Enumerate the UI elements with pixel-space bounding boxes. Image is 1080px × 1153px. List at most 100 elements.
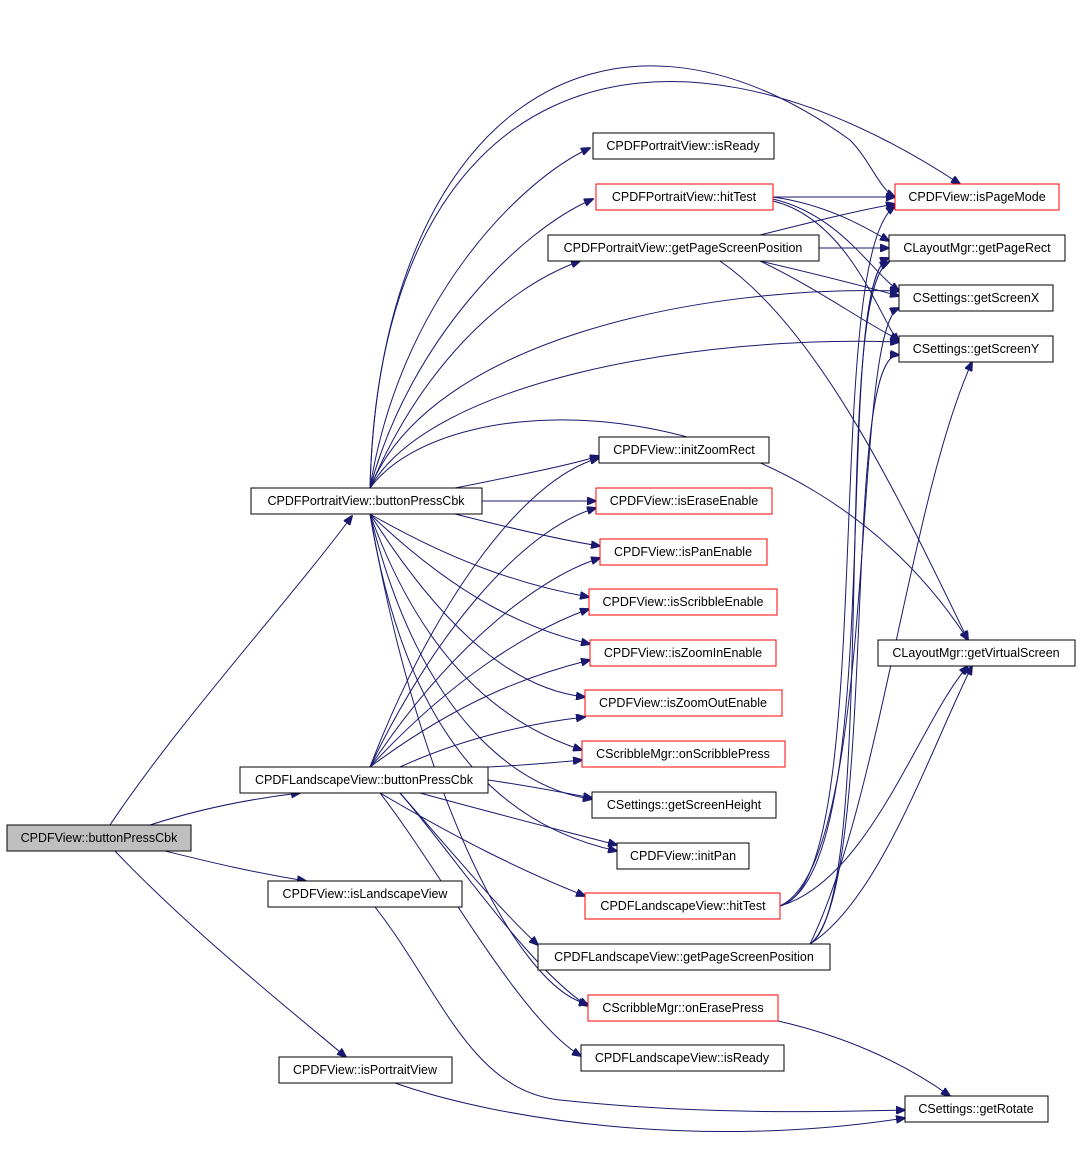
call-edge	[759, 204, 895, 236]
node-label: CSettings::getScreenX	[913, 291, 1040, 305]
node-get-page-rect[interactable]: CLayoutMgr::getPageRect	[888, 234, 1066, 262]
call-edge	[369, 261, 580, 489]
call-edge	[369, 513, 590, 644]
call-edge	[454, 513, 600, 546]
call-edge	[369, 80, 960, 489]
node-landscape-cbk[interactable]: CPDFLandscapeView::buttonPressCbk	[239, 766, 489, 794]
call-edge	[487, 779, 592, 798]
node-p-is-ready[interactable]: CPDFPortraitView::isReady	[592, 132, 775, 160]
call-edge	[114, 850, 346, 1057]
node-p-get-page-screen-position[interactable]: CPDFPortraitView::getPageScreenPosition	[547, 234, 820, 262]
call-edge	[109, 516, 352, 826]
call-edge	[394, 1082, 905, 1133]
call-edge	[772, 198, 899, 291]
node-is-scribble-enable[interactable]: CPDFView::isScribbleEnable	[588, 588, 778, 616]
node-label: CScribbleMgr::onScribblePress	[596, 747, 770, 761]
node-l-is-ready[interactable]: CPDFLandscapeView::isReady	[580, 1044, 785, 1072]
call-edge	[419, 792, 617, 845]
call-edge	[369, 513, 589, 597]
node-label: CPDFLandscapeView::isReady	[595, 1051, 770, 1065]
node-label: CPDFView::isZoomInEnable	[604, 646, 762, 660]
node-is-landscape-view[interactable]: CPDFView::isLandscapeView	[267, 880, 463, 908]
call-edge	[369, 419, 968, 640]
node-p-hit-test[interactable]: CPDFPortraitView::hitTest	[595, 183, 774, 211]
call-edges	[109, 65, 972, 1133]
node-label: CSettings::getScreenY	[913, 342, 1040, 356]
call-edge	[369, 513, 588, 1004]
call-edge	[374, 906, 905, 1112]
call-edge	[164, 850, 306, 881]
call-edge	[779, 308, 899, 907]
call-edge	[369, 199, 593, 489]
node-label: CPDFView::isPortraitView	[293, 1063, 438, 1077]
node-label: CPDFView::isEraseEnable	[610, 494, 758, 508]
node-get-screen-y[interactable]: CSettings::getScreenY	[898, 335, 1054, 363]
call-edge	[369, 65, 895, 489]
call-edge	[777, 1020, 950, 1096]
node-get-screen-x[interactable]: CSettings::getScreenX	[898, 284, 1054, 312]
call-edge	[809, 355, 899, 945]
node-get-virtual-screen[interactable]: CLayoutMgr::getVirtualScreen	[877, 639, 1076, 667]
node-get-rotate[interactable]: CSettings::getRotate	[904, 1095, 1049, 1123]
call-edge	[809, 666, 972, 945]
call-edge	[149, 793, 300, 826]
node-is-zoom-out-enable[interactable]: CPDFView::isZoomOutEnable	[584, 689, 783, 717]
node-label: CPDFPortraitView::hitTest	[612, 190, 757, 204]
node-is-zoom-in-enable[interactable]: CPDFView::isZoomInEnable	[589, 639, 777, 667]
node-label: CSettings::getScreenHeight	[607, 798, 762, 812]
call-edge	[779, 666, 968, 907]
call-edge	[379, 792, 581, 1056]
node-label: CPDFPortraitView::buttonPressCbk	[267, 494, 465, 508]
node-portrait-cbk[interactable]: CPDFPortraitView::buttonPressCbk	[250, 487, 483, 515]
call-edge	[772, 196, 889, 241]
call-edge	[454, 456, 599, 489]
call-edge	[719, 260, 968, 640]
node-label: CSettings::getRotate	[918, 1102, 1033, 1116]
call-edge	[369, 341, 899, 489]
node-label: CPDFPortraitView::getPageScreenPosition	[564, 241, 803, 255]
call-edge	[779, 206, 895, 907]
node-is-erase-enable[interactable]: CPDFView::isEraseEnable	[595, 487, 773, 515]
node-label: CScribbleMgr::onErasePress	[602, 1001, 763, 1015]
call-edge	[759, 260, 899, 340]
node-label: CPDFView::initPan	[630, 849, 736, 863]
node-init-pan[interactable]: CPDFView::initPan	[616, 842, 750, 870]
node-on-scribble-press[interactable]: CScribbleMgr::onScribblePress	[581, 740, 786, 768]
call-edge	[369, 458, 599, 768]
node-l-get-page-screen-position[interactable]: CPDFLandscapeView::getPageScreenPosition	[537, 943, 831, 971]
call-edge	[399, 792, 538, 945]
call-edge	[369, 148, 590, 489]
node-label: CPDFView::isZoomOutEnable	[599, 696, 767, 710]
call-edge	[809, 262, 889, 945]
node-l-hit-test[interactable]: CPDFLandscapeView::hitTest	[584, 892, 781, 920]
node-label: CLayoutMgr::getVirtualScreen	[892, 646, 1059, 660]
call-edge	[399, 717, 585, 768]
node-get-screen-height[interactable]: CSettings::getScreenHeight	[591, 791, 777, 819]
node-label: CPDFView::isScribbleEnable	[603, 595, 764, 609]
node-label: CPDFView::isPanEnable	[614, 545, 752, 559]
call-edge	[369, 609, 589, 768]
call-edge	[369, 558, 600, 768]
node-label: CPDFPortraitView::isReady	[606, 139, 760, 153]
call-edge	[369, 291, 899, 489]
call-edge	[369, 660, 590, 768]
node-label: CPDFView::isPageMode	[908, 190, 1045, 204]
node-label: CPDFLandscapeView::buttonPressCbk	[255, 773, 474, 787]
node-label: CPDFView::initZoomRect	[613, 443, 755, 457]
node-on-erase-press[interactable]: CScribbleMgr::onErasePress	[587, 994, 779, 1022]
node-label: CPDFView::isLandscapeView	[283, 887, 449, 901]
node-label: CPDFLandscapeView::getPageScreenPosition	[554, 950, 814, 964]
call-edge	[779, 258, 889, 907]
call-edge	[369, 508, 596, 768]
call-edge	[772, 200, 899, 342]
call-edge	[369, 513, 582, 750]
node-is-page-mode[interactable]: CPDFView::isPageMode	[894, 183, 1060, 211]
call-edge	[759, 260, 899, 296]
node-is-pan-enable[interactable]: CPDFView::isPanEnable	[599, 538, 768, 566]
node-label: CPDFView::buttonPressCbk	[21, 831, 179, 845]
node-is-portrait-view[interactable]: CPDFView::isPortraitView	[278, 1056, 453, 1084]
node-root[interactable]: CPDFView::buttonPressCbk	[6, 824, 192, 852]
node-init-zoom-rect[interactable]: CPDFView::initZoomRect	[598, 436, 770, 464]
call-edge	[369, 513, 585, 697]
